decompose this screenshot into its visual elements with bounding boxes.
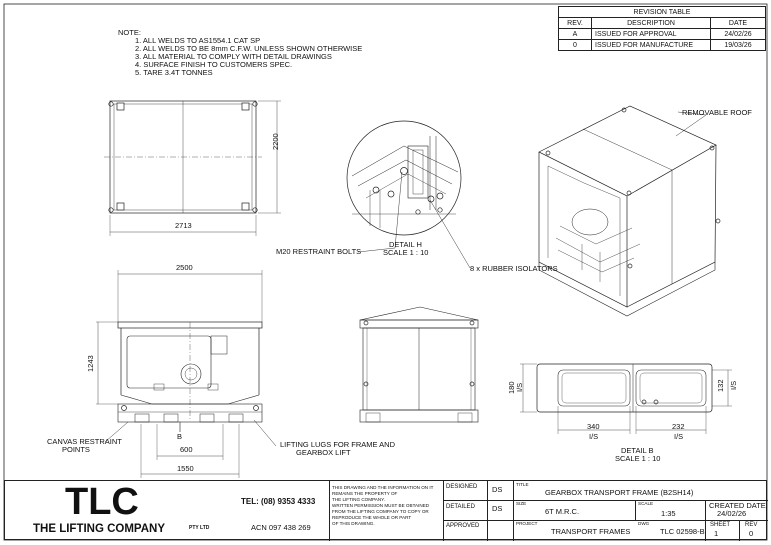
dim-detail-b-right-note: I/S	[729, 380, 738, 390]
revision-header-rev: REV.	[558, 17, 592, 29]
label-lifting-lugs-2: GEARBOX LIFT	[296, 448, 351, 457]
company-logo: TLC	[65, 481, 139, 523]
project-value: TRANSPORT FRAMES	[551, 527, 631, 536]
dim-front-width: 2500	[176, 263, 193, 272]
revision-cell: 0	[558, 39, 592, 51]
project-label: PROJECT	[516, 521, 538, 526]
revision-header-description: DESCRIPTION	[591, 17, 711, 29]
rev-label: REV	[745, 522, 758, 528]
revision-header-date: DATE	[710, 17, 766, 29]
label-restraint-bolts: M20 RESTRAINT BOLTS	[276, 247, 362, 256]
label-removable-roof: REMOVABLE ROOF	[682, 108, 752, 117]
top-view	[104, 100, 281, 236]
revision-table: REVISION TABLE REV. DESCRIPTION DATE A I…	[558, 6, 766, 51]
detailed-label: DETAILED	[446, 504, 475, 510]
disclaimer-line: REMAINS THE PROPERTY OF	[332, 491, 398, 496]
scale-label: SCALE	[638, 501, 654, 506]
dim-detail-b-right-height: 132	[716, 379, 725, 392]
note-item: 1. ALL WELDS TO AS1554.1 CAT SP	[135, 36, 261, 45]
label-detail-b: DETAIL B	[621, 446, 654, 455]
label-lifting-lugs: LIFTING LUGS FOR FRAME AND	[280, 440, 396, 449]
dim-detail-b-width-left-note: I/S	[589, 432, 599, 441]
revision-cell: 19/03/26	[710, 39, 766, 51]
scale-value: 1:35	[661, 509, 676, 518]
title-label: TITLE	[516, 482, 529, 487]
detail-b-view	[520, 363, 732, 434]
dim-detail-b-height-note: I/S	[515, 382, 524, 392]
note-item: 2. ALL WELDS TO BE 8mm C.F.W. UNLESS SHO…	[135, 44, 363, 53]
dim-base-width: 1550	[177, 464, 194, 473]
dwg-label: DWG	[638, 521, 650, 526]
label-canvas-points: CANVAS RESTRAINT	[47, 437, 122, 446]
dim-top-height: 2200	[271, 133, 280, 150]
revision-cell: ISSUED FOR MANUFACTURE	[591, 39, 711, 51]
label-detail-h-scale: SCALE 1 : 10	[383, 248, 429, 257]
label-section-b: B	[177, 432, 183, 441]
notes-heading: NOTE:	[118, 28, 141, 37]
revision-cell: A	[558, 28, 592, 40]
company-phone: TEL: (08) 9353 4333	[241, 497, 316, 506]
dim-lug-spacing: 600	[180, 445, 193, 454]
disclaimer-line: OF THIS DRAWING.	[332, 521, 375, 526]
label-detail-b-scale: SCALE 1 : 10	[615, 454, 661, 463]
dim-front-height: 1243	[86, 355, 95, 372]
disclaimer-line: THE LIFTING COMPANY.	[332, 497, 385, 502]
sheet-label: SHEET	[710, 522, 731, 528]
disclaimer-line: WRITTEN PERMISSION MUST BE OBTAINED	[332, 503, 430, 508]
disclaimer-line: THIS DRAWING AND THE INFORMATION ON IT	[332, 485, 434, 490]
disclaimer-line: REPRODUCE THE WHOLE OR PART	[332, 515, 412, 520]
sheet-value: 1	[714, 529, 719, 538]
sheet-border	[3, 3, 768, 541]
table-row: 0 ISSUED FOR MANUFACTURE 19/03/26	[558, 39, 766, 51]
label-rubber-isolators: 8 x RUBBER ISOLATORS	[470, 264, 558, 273]
revision-table-title: REVISION TABLE	[558, 6, 766, 18]
note-item: 3. ALL MATERIAL TO COMPLY WITH DETAIL DR…	[135, 52, 332, 61]
size-label: SIZE	[516, 501, 527, 506]
dwg-number: TLC 02598-B	[660, 527, 705, 536]
created-value: 24/02/26	[717, 509, 747, 518]
dim-detail-b-width-right: 232	[672, 422, 685, 431]
company-acn: ACN 097 438 269	[251, 523, 311, 532]
label-detail-h: DETAIL H	[389, 240, 422, 249]
revision-cell: ISSUED FOR APPROVAL	[591, 28, 711, 40]
designed-value: DS	[492, 485, 503, 494]
created-label: CREATED DATE	[709, 501, 766, 510]
note-item: 5. TARE 3.4T TONNES	[135, 68, 213, 77]
drawing-title: GEARBOX TRANSPORT FRAME (B2SH14)	[545, 488, 694, 497]
approved-label: APPROVED	[446, 523, 480, 529]
detail-h-view	[346, 120, 471, 269]
isometric-view	[538, 105, 721, 317]
front-view	[96, 270, 277, 478]
note-item: 4. SURFACE FINISH TO CUSTOMERS SPEC.	[135, 60, 293, 69]
table-row: A ISSUED FOR APPROVAL 24/02/26	[558, 28, 766, 40]
dim-top-width: 2713	[175, 221, 192, 230]
dim-detail-b-width-right-note: I/S	[674, 432, 684, 441]
rev-value: 0	[749, 529, 754, 538]
label-canvas-points-2: POINTS	[62, 445, 90, 454]
detailed-value: DS	[492, 504, 503, 513]
company-suffix: PTY LTD	[189, 525, 210, 531]
title-block: TLC THE LIFTING COMPANY PTY LTD TEL: (08…	[4, 480, 768, 541]
company-name: THE LIFTING COMPANY	[33, 523, 166, 535]
side-view	[359, 306, 479, 423]
size-value: 6T M.R.C.	[545, 507, 580, 516]
revision-cell: 24/02/26	[710, 28, 766, 40]
designed-label: DESIGNED	[446, 484, 478, 490]
disclaimer-line: FROM THE LIFTING COMPANY TO COPY OR	[332, 509, 429, 514]
dim-detail-b-width-left: 340	[587, 422, 600, 431]
